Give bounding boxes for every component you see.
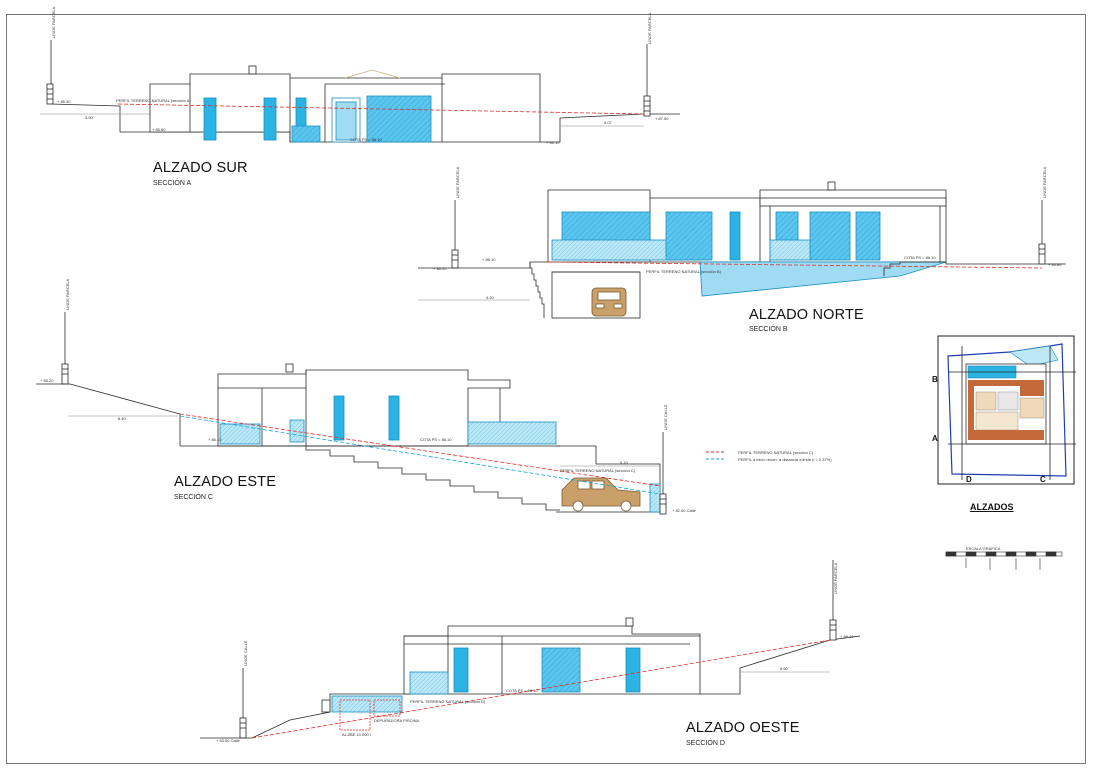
lindero-label-norte-left: LINDE PARCELA [455,166,460,198]
elevation-sur [40,40,680,143]
lindero-label-sur-right: LINDE PARCELA [647,12,652,44]
lindero-post-oeste-left [239,668,247,739]
lindero-post-sur-left [46,40,54,105]
lindero-label-oeste-right: LINDE PARCELA [833,562,838,594]
legend-item-red: PERFIL TERRENO NATURAL (sección C) [738,450,814,455]
elevation-norte [418,181,1066,319]
subtitle-seccion-c: SECCIÓN C [174,494,213,501]
dim-oeste-1: 8.60 [780,666,789,671]
car-este [561,477,641,512]
key-label-d: D [966,475,972,484]
level-sur-mid: + 86.10 [546,140,560,145]
lindero-label-norte-right: LINDE PARCELA [1042,166,1047,198]
elevation-este [36,312,667,515]
cota-ps-oeste: COTA PS = 86.10 [506,688,538,693]
lindero-post-sur-right [643,44,651,117]
level-este-mid: + 86.10 [208,437,222,442]
cota-ps-norte: COTA PS = 86.10 [904,255,936,260]
scale-bar [945,551,1063,570]
perfil-label-norte: PERFIL TERRENO NATURAL (sección B) [646,269,722,274]
level-oeste-right: + 88.40 [840,634,854,639]
dim-sur-1: 3.50 [85,115,94,120]
cota-ps-este: COTA PS = 86.10 [420,437,452,442]
lindero-label-este-left: LINDE PARCELA [65,278,70,310]
scale-label: ESCALA GRÁFICA [966,546,1001,551]
level-este-left: + 89.20 [40,378,54,383]
aljibe-label: ALJIBE 10.000 l [342,732,371,737]
lindero-label-oeste-left: LINDE CALLE [243,640,248,666]
title-alzado-este: ALZADO ESTE [174,474,277,490]
dim-norte-1: 4.20 [486,295,495,300]
key-label-b: B [932,375,938,384]
level-norte-mid: + 86.10 [482,257,496,262]
lindero-post-este-right [659,432,667,515]
level-sur-left: + 86.30 [57,99,71,104]
dim-este-2: 6.10 [620,460,629,465]
subtitle-seccion-a: SECCIÓN A [153,180,192,187]
title-alzado-oeste: ALZADO OESTE [686,720,800,736]
depuradora-label: DEPURADORA PISCINA [374,718,419,723]
perfil-label-oeste: PERFIL TERRENO NATURAL (sección D) [410,699,486,704]
lindero-post-este-left [61,312,69,385]
title-alzado-norte: ALZADO NORTE [749,307,864,323]
lindero-label-este-right: LINDE CALLE [663,404,668,430]
dim-sur-2: 4.07 [604,120,613,125]
garage-car-norte [591,287,627,317]
key-plan: B A D C [932,335,1076,485]
key-label-a: A [932,434,938,443]
level-norte-right: + 83.80 [1048,262,1062,267]
elevation-oeste [200,560,861,739]
lindero-label-sur-left: LINDE PARCELA [51,6,56,38]
dim-este-1: 8.40 [118,416,127,421]
title-alzado-sur: ALZADO SUR [153,160,248,176]
cota-ps-sur: COTA PS = 86.10 [350,137,382,142]
key-plan-title: ALZADOS [970,502,1014,512]
subtitle-seccion-b: SECCIÓN B [749,326,788,333]
profile-legend: PERFIL TERRENO NATURAL (sección C) PERFI… [706,450,832,462]
level-sur-right: + 87.50 [655,116,669,121]
perfil-label-este: PERFIL TERRENO NATURAL (sección C) [560,468,636,473]
lindero-post-norte-right [1038,200,1046,265]
level-sur-left-low: + 85.80 [152,127,166,132]
lindero-post-oeste-right [829,560,837,641]
level-este-calle: + 82.00 Calle [672,508,696,513]
lindero-post-norte-left [451,200,459,269]
legend-item-blue: PERFIL a inicio recorr. a distancia a li… [738,457,832,462]
key-label-c: C [1040,475,1046,484]
perfil-label-sur: PERFIL TERRENO NATURAL (sección A) [116,98,191,103]
subtitle-seccion-d: SECCIÓN D [686,740,725,747]
level-norte-left: + 86.00 [433,266,447,271]
level-oeste-calle: + 83.50 Calle [216,738,240,743]
